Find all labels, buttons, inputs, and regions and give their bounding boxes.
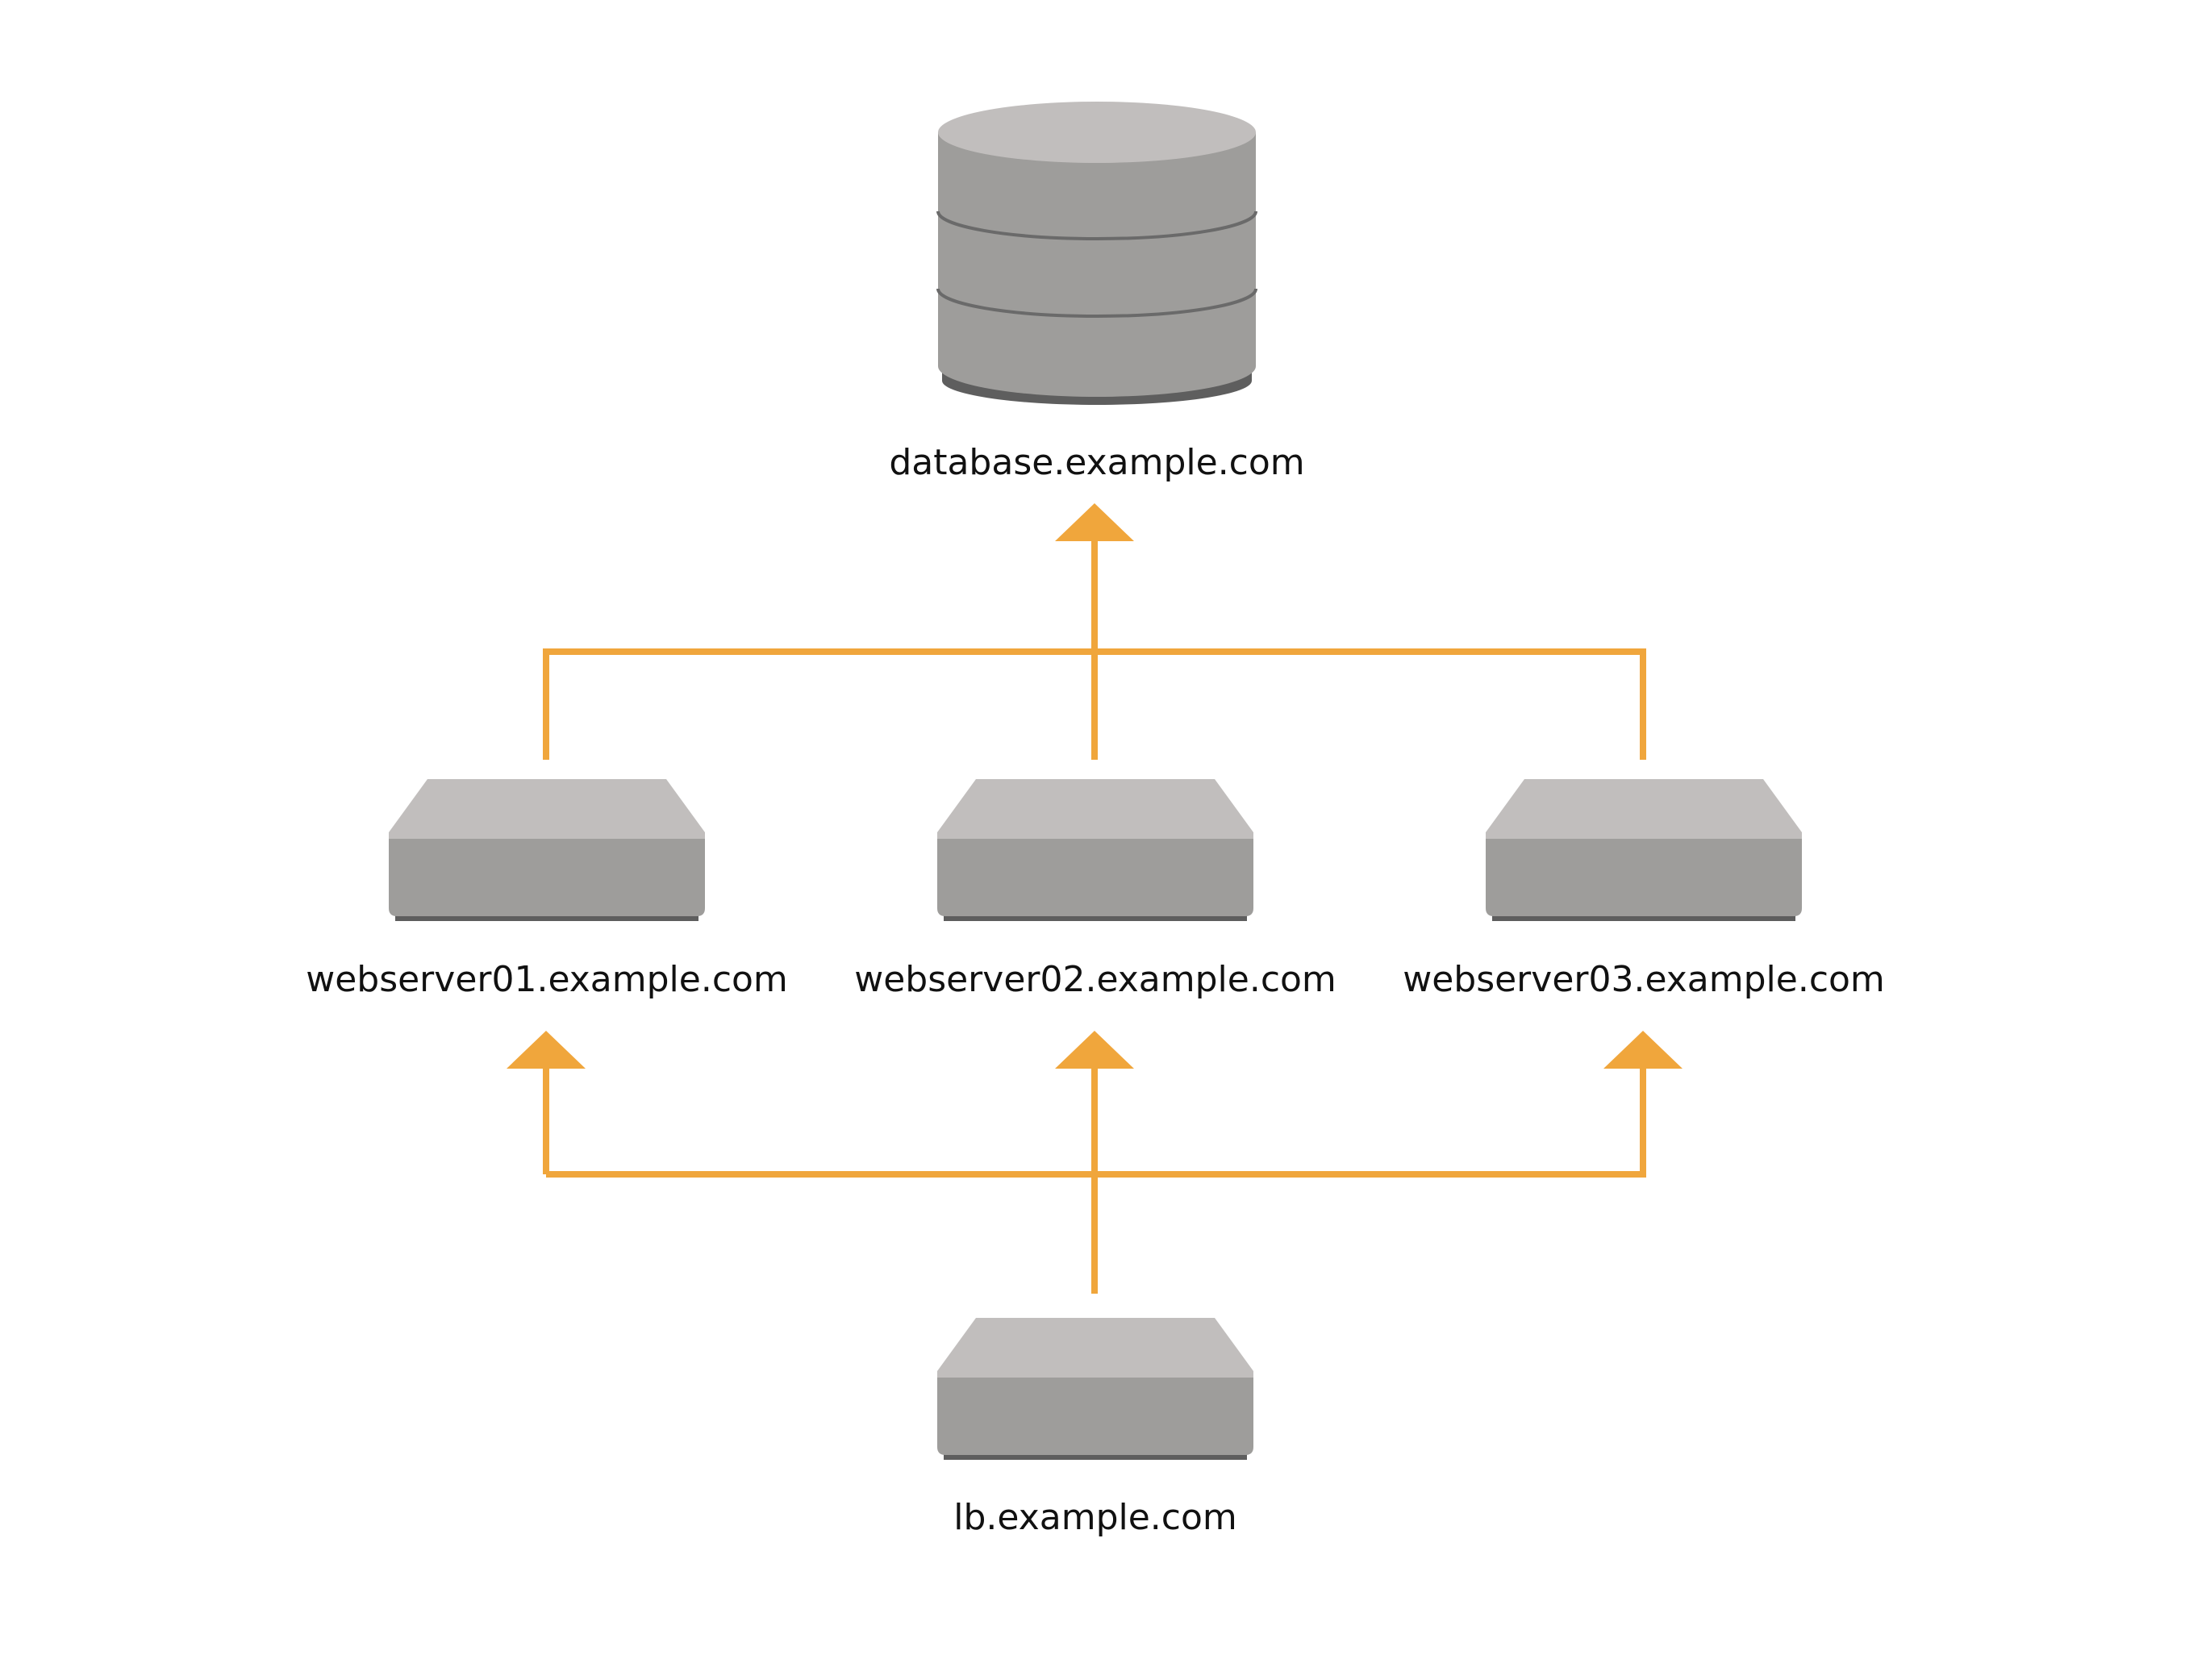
webserver03-label: webserver03.example.com — [1403, 959, 1885, 1000]
server-icon — [937, 1318, 1253, 1460]
loadbalancer-node: lb.example.com — [937, 1318, 1253, 1538]
arrowhead-to-web01 — [507, 1031, 586, 1069]
database-top-cap — [938, 102, 1256, 163]
database-label: database.example.com — [889, 442, 1304, 483]
server-top — [389, 779, 705, 839]
database-ring-1 — [936, 211, 1257, 240]
server-icon — [1486, 779, 1802, 921]
database-ring-2 — [936, 288, 1257, 318]
webserver02-node: webserver02.example.com — [854, 779, 1336, 1000]
connectors — [543, 540, 1646, 1294]
webserver01-label: webserver01.example.com — [306, 959, 788, 1000]
server-body — [937, 1376, 1253, 1455]
connector-lb-trunk — [546, 1066, 1646, 1178]
server-body — [389, 837, 705, 916]
server-icon — [389, 779, 705, 921]
webserver03-node: webserver03.example.com — [1403, 779, 1885, 1000]
server-body — [937, 837, 1253, 916]
server-top — [937, 1318, 1253, 1378]
database-node: database.example.com — [889, 102, 1305, 483]
loadbalancer-label: lb.example.com — [953, 1497, 1236, 1538]
webserver01-node: webserver01.example.com — [306, 779, 788, 1000]
arrowhead-to-web02 — [1055, 1031, 1134, 1069]
database-body — [938, 132, 1256, 397]
arrowheads — [507, 503, 1683, 1069]
arrowhead-to-web03 — [1603, 1031, 1683, 1069]
server-body — [1486, 837, 1802, 916]
webserver02-label: webserver02.example.com — [854, 959, 1336, 1000]
database-icon — [936, 102, 1257, 405]
server-top — [937, 779, 1253, 839]
arrowhead-to-database — [1055, 503, 1134, 541]
server-icon — [937, 779, 1253, 921]
server-top — [1486, 779, 1802, 839]
